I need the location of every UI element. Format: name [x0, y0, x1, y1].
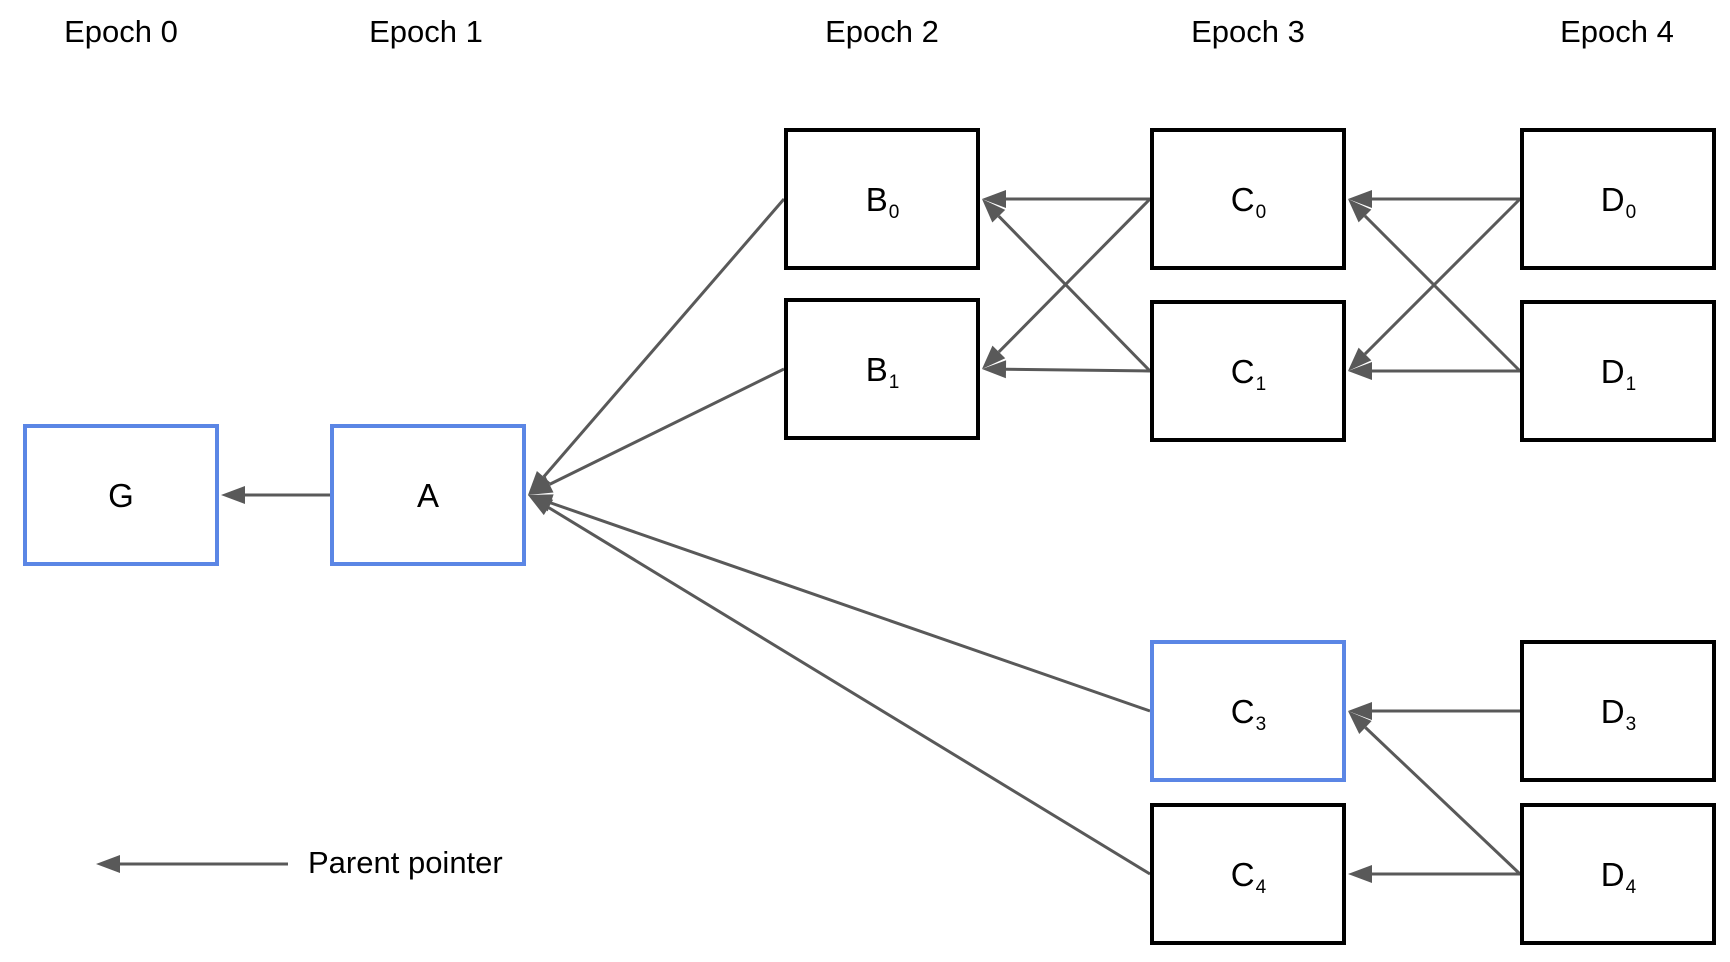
- edge-arrowhead-d1-to-c0: [1348, 199, 1372, 223]
- block-subscript: 0: [1255, 202, 1267, 223]
- block-label: B: [865, 180, 888, 218]
- edge-c1-to-b1: [1005, 367, 1151, 373]
- block-subscript: 3: [1255, 714, 1267, 735]
- epoch-label-2: Epoch 2: [825, 14, 939, 49]
- legend-arrow: [96, 855, 288, 873]
- epoch-label-4: Epoch 4: [1560, 14, 1674, 49]
- edge-arrowhead-a-to-g: [221, 486, 245, 504]
- edge-arrowhead-c0-to-b0: [982, 190, 1006, 208]
- block-label: D: [1600, 180, 1625, 218]
- block-node-a: A: [330, 424, 526, 566]
- block-label: A: [416, 476, 439, 514]
- epoch-label-3: Epoch 3: [1191, 14, 1305, 49]
- edge-arrowhead-c4-to-a: [528, 495, 554, 516]
- edge-b1-to-a: [548, 367, 785, 486]
- block-subscript: 4: [1255, 877, 1267, 898]
- block-label: D: [1600, 855, 1625, 893]
- parent-pointer-edges: [221, 190, 1522, 883]
- edge-c3-to-a: [550, 501, 1151, 713]
- block-label: D: [1600, 352, 1625, 390]
- edge-c1-to-b0: [997, 215, 1152, 373]
- block-subscript: 1: [888, 372, 900, 393]
- block-label: D: [1600, 692, 1625, 730]
- block-subscript: 1: [1255, 374, 1267, 395]
- edge-arrowhead-c1-to-b1: [982, 360, 1007, 379]
- edge-arrowhead-d3-to-c3: [1348, 702, 1372, 720]
- block-subscript: 1: [1625, 374, 1637, 395]
- edge-arrowhead-d4-to-c4: [1348, 865, 1372, 883]
- epoch-label-0: Epoch 0: [64, 14, 178, 49]
- edge-b0-to-a: [542, 198, 786, 478]
- block-label: G: [108, 476, 134, 514]
- edge-arrowhead-d0-to-c0: [1348, 190, 1372, 208]
- edge-d1-to-c0: [1363, 214, 1522, 373]
- edge-c4-to-a: [547, 506, 1151, 876]
- block-subscript: 0: [888, 202, 900, 223]
- block-label: C: [1230, 180, 1255, 218]
- edge-d4-to-c3: [1364, 726, 1522, 876]
- block-subscript: 3: [1625, 714, 1637, 735]
- legend-label: Parent pointer: [308, 845, 503, 880]
- edge-arrowhead-d1-to-c1: [1348, 362, 1372, 380]
- legend-arrow-head: [96, 855, 120, 873]
- edge-arrowhead-c0-to-b1: [982, 345, 1006, 369]
- block-label: C: [1230, 692, 1255, 730]
- edge-c0-to-b1: [997, 197, 1152, 353]
- block-label: B: [865, 350, 888, 388]
- edge-arrowhead-c1-to-b0: [982, 199, 1006, 223]
- block-node-g: G: [23, 424, 219, 566]
- edge-d0-to-c1: [1363, 197, 1522, 356]
- edge-arrowhead-b1-to-a: [528, 476, 554, 495]
- edge-arrowhead-b0-to-a: [528, 470, 551, 495]
- block-subscript: 0: [1625, 202, 1637, 223]
- block-subscript: 4: [1625, 877, 1637, 898]
- edge-arrowhead-d4-to-c3: [1348, 711, 1372, 735]
- block-label: C: [1230, 855, 1255, 893]
- block-label: C: [1230, 352, 1255, 390]
- edge-arrowhead-d0-to-c1: [1348, 347, 1372, 371]
- epoch-label-1: Epoch 1: [369, 14, 483, 49]
